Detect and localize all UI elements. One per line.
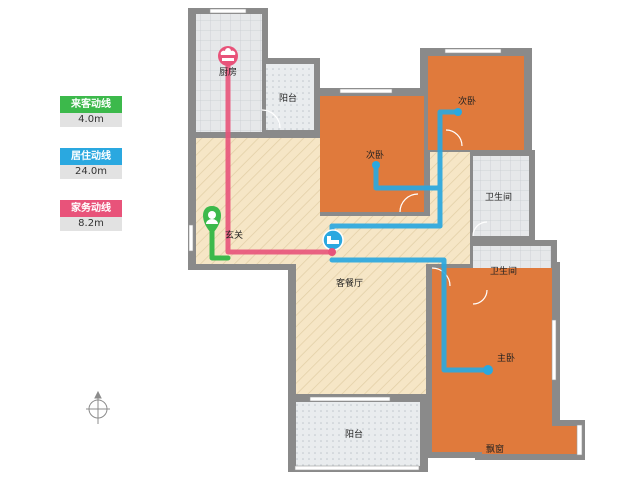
room-label-second-bedroom-left: 次卧 <box>366 149 384 161</box>
room-label-big-balcony: 阳台 <box>345 428 363 440</box>
room-label-living-dining: 客餐厅 <box>336 277 363 289</box>
person-pin-icon <box>203 206 221 234</box>
second-bedroom-right-floor <box>428 56 524 150</box>
living-dining-floor <box>296 264 426 394</box>
big-balcony-floor <box>296 402 420 466</box>
second-bedroom-left-floor <box>320 96 424 212</box>
bed-icon <box>322 229 344 251</box>
room-label-foyer: 玄关 <box>225 229 243 241</box>
chores-route-end <box>328 248 336 256</box>
hall-floor <box>430 152 470 218</box>
living-route-end-master-bedroom <box>483 365 493 375</box>
living-route-end-left-bedroom <box>372 161 380 169</box>
living-route-lines <box>329 109 491 373</box>
legend-chores-label: 家务动线 <box>60 200 122 217</box>
room-label-master-bedroom: 主卧 <box>497 352 515 364</box>
room-label-bathroom-2: 卫生间 <box>490 265 517 277</box>
compass-icon <box>86 390 110 424</box>
legend-chores-value: 8.2m <box>60 217 122 231</box>
doors <box>261 109 488 305</box>
master-bedroom-floor <box>432 268 552 452</box>
chores-route-line <box>225 57 335 255</box>
small-balcony-floor <box>266 64 314 130</box>
legend-living-value: 24.0m <box>60 165 122 179</box>
legend-guest-label: 来客动线 <box>60 96 122 113</box>
legend-living-route: 居住动线 24.0m <box>60 148 122 179</box>
legend-chores-route: 家务动线 8.2m <box>60 200 122 231</box>
room-label-small-balcony: 阳台 <box>279 92 297 104</box>
legend-guest-value: 4.0m <box>60 113 122 127</box>
legend-living-label: 居住动线 <box>60 148 122 165</box>
room-label-bathroom-1: 卫生间 <box>485 191 512 203</box>
windows <box>188 8 583 471</box>
room-label-kitchen: 厨房 <box>219 66 237 78</box>
foyer-floor <box>196 138 320 264</box>
chef-hat-icon <box>218 46 238 66</box>
room-label-second-bedroom-right: 次卧 <box>458 95 476 107</box>
bay-window-floor <box>482 426 578 454</box>
living-route-end-right-bedroom <box>454 108 462 116</box>
legend-guest-route: 来客动线 4.0m <box>60 96 122 127</box>
room-label-bay-window: 飘窗 <box>486 443 504 455</box>
